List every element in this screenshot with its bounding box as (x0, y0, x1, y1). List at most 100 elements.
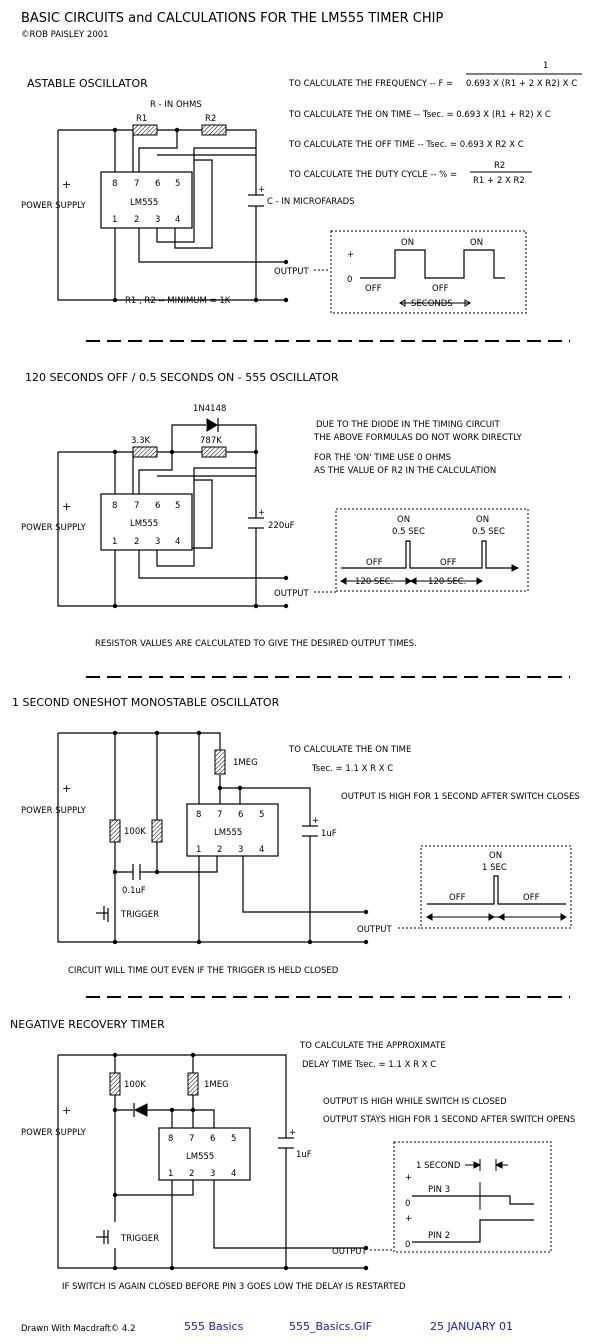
freq-label: TO CALCULATE THE FREQUENCY -- F = (288, 79, 453, 89)
svg-text:0: 0 (347, 275, 352, 285)
page-header: BASIC CIRCUITS and CALCULATIONS FOR THE … (21, 11, 443, 40)
mono-power-supply: POWER SUPPLY (21, 806, 87, 816)
slow-resistor-r1 (132, 446, 158, 458)
slow-ic-lm555 (100, 493, 193, 551)
monostable-section: 1 SECOND ONESHOT MONOSTABLE OSCILLATOR 1… (12, 696, 580, 976)
mono-pin-numbers: 8 7 6 5 1 2 3 4 (196, 810, 264, 855)
astable-plus: + (62, 178, 71, 191)
svg-text:OFF: OFF (523, 893, 540, 903)
svg-text:DUE TO THE DIODE IN THE TIMING: DUE TO THE DIODE IN THE TIMING CIRCUIT (316, 420, 500, 430)
svg-text:8: 8 (112, 179, 117, 189)
astable-capacitor: + (248, 185, 265, 207)
slow-power-supply: POWER SUPPLY (21, 523, 87, 533)
svg-text:6: 6 (238, 810, 243, 820)
astable-r-units: R - IN OHMS (150, 100, 202, 110)
copyright: ©ROB PAISLEY 2001 (21, 30, 109, 40)
astable-wiring (57, 129, 286, 301)
link-555-basics-gif[interactable]: 555_Basics.GIF (289, 1320, 372, 1333)
svg-text:5: 5 (259, 810, 264, 820)
svg-text:0: 0 (405, 1199, 410, 1209)
link-555-basics[interactable]: 555 Basics (184, 1320, 244, 1333)
slow-footer: RESISTOR VALUES ARE CALCULATED TO GIVE T… (95, 639, 417, 649)
mono-100k-label: 100K (124, 827, 146, 837)
svg-text:0.5 SEC: 0.5 SEC (472, 527, 505, 537)
slow-plus: + (62, 500, 71, 513)
astable-output-label: OUTPUT (274, 267, 309, 277)
svg-text:1 SEC: 1 SEC (482, 863, 507, 873)
date-label: 25 JANUARY 01 (430, 1320, 513, 1333)
mono-calc-1: TO CALCULATE THE ON TIME (288, 745, 411, 755)
svg-text:6: 6 (155, 179, 160, 189)
slow-pin-numbers: 8 7 6 5 1 2 3 4 (112, 501, 180, 547)
mono-chip-label: LM555 (214, 828, 242, 838)
mono-coupling-capacitor (132, 864, 141, 880)
svg-text:ON: ON (476, 515, 489, 525)
mono-timing-capacitor: + (302, 816, 319, 837)
svg-text:3: 3 (210, 1169, 215, 1179)
mono-note: OUTPUT IS HIGH FOR 1 SECOND AFTER SWITCH… (341, 792, 580, 802)
mono-resistor-100k (109, 819, 121, 843)
svg-text:1: 1 (112, 537, 117, 547)
svg-text:6: 6 (155, 501, 160, 511)
svg-text:ON: ON (397, 515, 410, 525)
slow-title: 120 SECONDS OFF / 0.5 SECONDS ON - 555 O… (25, 371, 339, 384)
rec-cap-label: 1uF (296, 1150, 312, 1160)
mono-1meg-label: 1MEG (233, 758, 258, 768)
svg-text:+: + (312, 816, 319, 826)
duty-denominator: R1 + 2 X R2 (473, 176, 525, 186)
mono-footer: CIRCUIT WILL TIME OUT EVEN IF THE TRIGGE… (68, 966, 339, 976)
astable-resistor-r1 (132, 124, 158, 136)
svg-text:OFF: OFF (440, 558, 457, 568)
svg-text:1: 1 (168, 1169, 173, 1179)
slow-r2-label: 787K (200, 436, 222, 446)
svg-text:7: 7 (134, 501, 139, 511)
svg-text:+: + (405, 1214, 412, 1224)
mono-coupling-cap-label: 0.1uF (122, 886, 146, 896)
slow-waveform: ON 0.5 SEC ON 0.5 SEC OFF OFF 120 SEC. 1… (335, 508, 529, 592)
svg-text:1: 1 (112, 215, 117, 225)
rec-calc-2: DELAY TIME Tsec. = 1.1 X R X C (302, 1060, 436, 1070)
rec-diode (133, 1103, 148, 1117)
mono-cap-label: 1uF (321, 829, 337, 839)
svg-text:OFF: OFF (432, 284, 449, 294)
rec-trigger-switch (96, 1230, 108, 1244)
svg-text:+: + (258, 185, 265, 195)
svg-text:120 SEC.: 120 SEC. (355, 577, 393, 587)
slow-notes: DUE TO THE DIODE IN THE TIMING CIRCUIT T… (313, 420, 523, 476)
off-time-formula: TO CALCULATE THE OFF TIME -- Tsec. = 0.6… (288, 140, 524, 150)
astable-r2-label: R2 (205, 114, 216, 124)
svg-text:FOR THE 'ON' TIME USE 0 OHMS: FOR THE 'ON' TIME USE 0 OHMS (314, 453, 451, 463)
rec-resistor-100k (109, 1072, 121, 1096)
recovery-title: NEGATIVE RECOVERY TIMER (10, 1018, 165, 1031)
svg-text:3: 3 (238, 845, 243, 855)
slow-chip-label: LM555 (130, 519, 158, 529)
duty-label: TO CALCULATE THE DUTY CYCLE -- % = (288, 170, 457, 180)
rec-capacitor: + (278, 1128, 296, 1149)
slow-output-label: OUTPUT (274, 589, 309, 599)
on-time-formula: TO CALCULATE THE ON TIME -- Tsec. = 0.69… (288, 110, 551, 120)
slow-diode (206, 418, 219, 432)
svg-text:1 SECOND: 1 SECOND (416, 1161, 461, 1171)
astable-ic-lm555 (100, 171, 193, 229)
slow-capacitor: + (248, 508, 265, 529)
rec-pin-numbers: 8 7 6 5 1 2 3 4 (168, 1134, 236, 1179)
monostable-wiring (57, 732, 366, 943)
rec-plus: + (62, 1104, 71, 1117)
rec-footer: IF SWITCH IS AGAIN CLOSED BEFORE PIN 3 G… (62, 1282, 406, 1292)
rec-calc-1: TO CALCULATE THE APPROXIMATE (299, 1041, 446, 1051)
monostable-title: 1 SECOND ONESHOT MONOSTABLE OSCILLATOR (12, 696, 280, 709)
mono-calc-2: Tsec. = 1.1 X R X C (311, 764, 393, 774)
svg-text:3: 3 (155, 537, 160, 547)
astable-chip-label: LM555 (130, 198, 158, 208)
svg-text:5: 5 (231, 1134, 236, 1144)
freq-numerator: 1 (543, 61, 548, 71)
slow-diode-label: 1N4148 (193, 404, 226, 414)
svg-text:2: 2 (134, 215, 139, 225)
svg-text:2: 2 (189, 1169, 194, 1179)
svg-text:7: 7 (189, 1134, 194, 1144)
mono-resistor-2 (151, 819, 163, 843)
rec-output-label: OUTPUT (332, 1247, 367, 1257)
svg-text:5: 5 (175, 501, 180, 511)
svg-text:5: 5 (175, 179, 180, 189)
